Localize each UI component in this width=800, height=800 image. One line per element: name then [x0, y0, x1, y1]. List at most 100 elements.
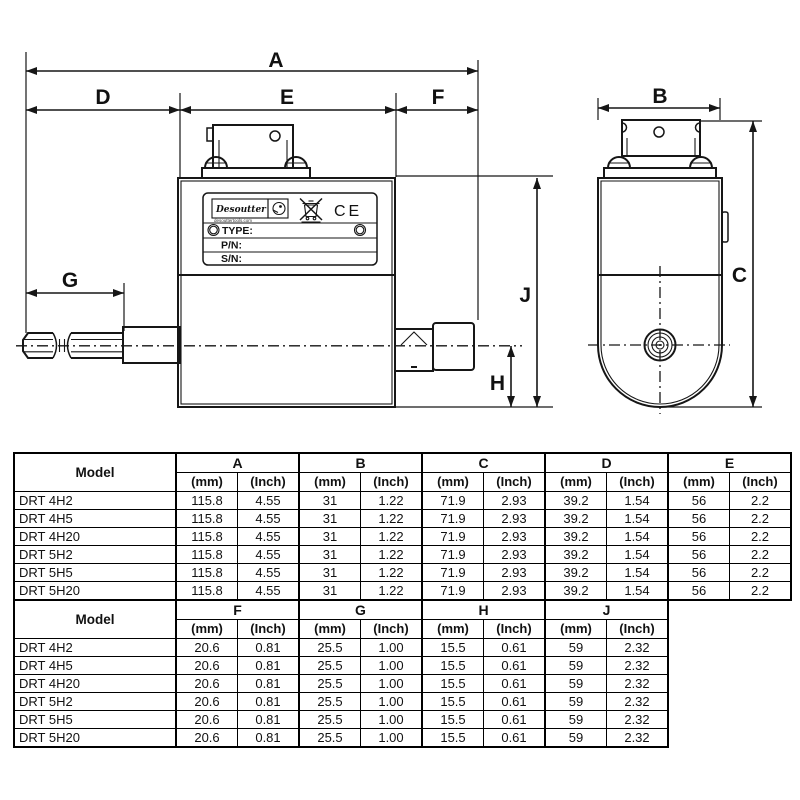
unit-header-inch: (Inch) [729, 472, 792, 492]
value-cell: 0.81 [237, 710, 300, 729]
value-cell: 0.61 [483, 692, 546, 711]
value-cell: 25.5 [298, 656, 361, 675]
unit-header-mm: (mm) [175, 619, 238, 639]
value-cell: 15.5 [421, 674, 484, 693]
value-cell: 39.2 [544, 527, 607, 546]
value-cell: 39.2 [544, 509, 607, 528]
value-cell: 2.93 [483, 491, 546, 510]
front-view: Desoutter desouttertools.com [16, 124, 522, 408]
value-cell: 0.61 [483, 728, 546, 748]
value-cell: 0.81 [237, 692, 300, 711]
dim-header-H: H [421, 599, 546, 620]
side-tab [721, 211, 729, 243]
value-cell: 2.2 [729, 509, 792, 528]
dim-label-c: C [732, 264, 747, 287]
value-cell: 56 [667, 563, 730, 582]
value-cell: 4.55 [237, 509, 300, 528]
value-cell: 71.9 [421, 563, 484, 582]
unit-header-inch: (Inch) [483, 472, 546, 492]
value-cell: 31 [298, 545, 361, 564]
unit-header-mm: (mm) [298, 619, 361, 639]
value-cell: 1.00 [360, 656, 423, 675]
value-cell: 0.81 [237, 728, 300, 748]
value-cell: 39.2 [544, 545, 607, 564]
value-cell: 4.55 [237, 563, 300, 582]
model-cell: DRT 5H20 [13, 581, 177, 601]
dimension-annotations: A D E F G J H B C [25, 49, 762, 408]
dim-label-b: B [652, 85, 667, 108]
value-cell: 0.81 [237, 638, 300, 657]
pn-label: P/N: [221, 240, 242, 252]
value-cell: 71.9 [421, 545, 484, 564]
website-text: desouttertools.com [214, 218, 252, 223]
value-cell: 20.6 [175, 674, 238, 693]
value-cell: 59 [544, 710, 607, 729]
unit-header-inch: (Inch) [606, 619, 669, 639]
technical-drawing: Desoutter desouttertools.com [16, 49, 762, 414]
value-cell: 59 [544, 638, 607, 657]
dim-label-g: G [62, 269, 78, 292]
dim-label-f: F [432, 86, 445, 109]
value-cell: 15.5 [421, 728, 484, 748]
sn-label: S/N: [221, 253, 242, 265]
screw-dome [284, 156, 308, 169]
value-cell: 1.22 [360, 527, 423, 546]
unit-header-inch: (Inch) [483, 619, 546, 639]
value-cell: 31 [298, 527, 361, 546]
model-cell: DRT 5H5 [13, 563, 177, 582]
value-cell: 1.00 [360, 638, 423, 657]
model-cell: DRT 4H5 [13, 656, 177, 675]
ce-mark: CE [334, 203, 362, 220]
value-cell: 56 [667, 545, 730, 564]
dim-header-C: C [421, 452, 546, 473]
unit-header-inch: (Inch) [237, 619, 300, 639]
value-cell: 1.54 [606, 509, 669, 528]
value-cell: 39.2 [544, 581, 607, 601]
value-cell: 1.54 [606, 581, 669, 601]
dim-label-e: E [280, 86, 294, 109]
value-cell: 31 [298, 581, 361, 601]
desoutter-bird-icon [272, 201, 286, 216]
dim-header-J: J [544, 599, 669, 620]
value-cell: 25.5 [298, 638, 361, 657]
value-cell: 4.55 [237, 581, 300, 601]
model-cell: DRT 4H20 [13, 674, 177, 693]
value-cell: 0.61 [483, 710, 546, 729]
unit-header-mm: (mm) [544, 472, 607, 492]
dim-label-h: H [490, 372, 505, 395]
value-cell: 31 [298, 563, 361, 582]
value-cell: 39.2 [544, 563, 607, 582]
unit-header-mm: (mm) [421, 472, 484, 492]
side-view [588, 119, 730, 414]
dim-header-G: G [298, 599, 423, 620]
body-outline [177, 177, 396, 408]
value-cell: 25.5 [298, 674, 361, 693]
label-plate: Desoutter desouttertools.com [202, 192, 378, 266]
value-cell: 115.8 [175, 545, 238, 564]
value-cell: 2.32 [606, 710, 669, 729]
dim-header-E: E [667, 452, 792, 473]
value-cell: 4.55 [237, 545, 300, 564]
model-header: Model [13, 599, 177, 639]
value-cell: 2.32 [606, 656, 669, 675]
value-cell: 2.2 [729, 491, 792, 510]
value-cell: 25.5 [298, 692, 361, 711]
model-cell: DRT 4H20 [13, 527, 177, 546]
side-top-bracket [621, 119, 701, 157]
unit-header-mm: (mm) [298, 472, 361, 492]
dim-header-B: B [298, 452, 423, 473]
value-cell: 20.6 [175, 692, 238, 711]
value-cell: 56 [667, 509, 730, 528]
shaft-collar [122, 326, 181, 364]
body-inner-line [180, 180, 393, 405]
value-cell: 59 [544, 728, 607, 748]
model-cell: DRT 4H5 [13, 509, 177, 528]
